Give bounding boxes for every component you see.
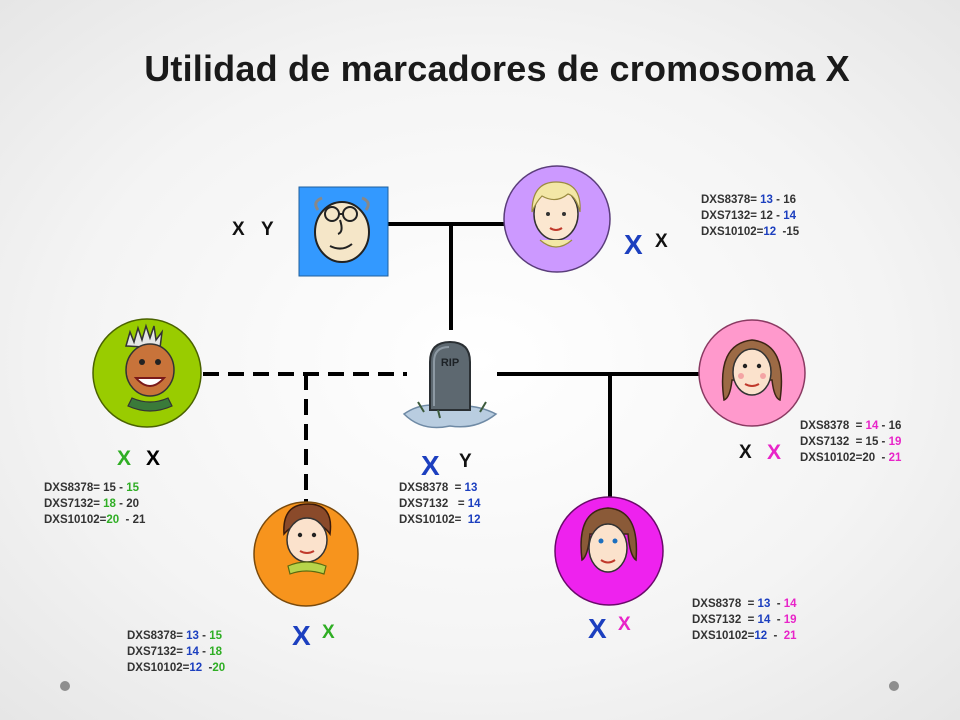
- brown-hair-woman-face-icon: [721, 339, 783, 401]
- marker-row: DXS8378 = 13: [399, 482, 478, 494]
- deceased-father-chromosome-1: X: [421, 450, 440, 481]
- marker-row: DXS8378 = 13 - 14: [692, 598, 797, 610]
- grandmother-symbol: [503, 165, 611, 273]
- left-woman-chromosome-1: X: [117, 447, 132, 470]
- slide-title: Utilidad de marcadores de cromosoma X: [144, 48, 850, 89]
- orange-child-chromosome-2: X: [322, 622, 335, 643]
- marker-row: DXS10102=20 - 21: [44, 514, 146, 526]
- left-woman-chromosome-2: X: [146, 447, 161, 470]
- marker-row: DXS7132= 12 - 14: [701, 210, 796, 222]
- slide-corner-dot-left: [60, 681, 70, 691]
- grandmother-chromosome-2: X: [655, 231, 668, 252]
- deceased-father-symbol: RIP: [402, 340, 498, 429]
- deceased-father-chromosome-2: Y: [459, 451, 472, 472]
- orange-child-markers: DXS8378= 13 - 15 DXS7132= 14 - 18 DXS101…: [127, 628, 225, 676]
- spiky-hair-face-icon: [125, 323, 175, 412]
- marker-row: DXS7132 = 14 - 19: [692, 614, 797, 626]
- marker-row: DXS7132= 14 - 18: [127, 646, 222, 658]
- right-woman-chromosome-2: X: [767, 441, 782, 464]
- grandfather-symbol: [298, 186, 389, 277]
- marker-row: DXS8378= 15 - 15: [44, 482, 139, 494]
- woman-face-icon: [580, 507, 638, 573]
- marker-row: DXS10102=12 -20: [127, 662, 226, 674]
- marker-row: DXS8378 = 14 - 16: [800, 420, 902, 432]
- marker-row: DXS10102=12 -15: [701, 226, 800, 238]
- marker-row: DXS8378= 13 - 15: [127, 630, 222, 642]
- orange-child-symbol: [253, 501, 359, 607]
- slide-corner-dot-right: [889, 681, 899, 691]
- blonde-woman-face-icon: [531, 181, 581, 248]
- left-woman-symbol: [92, 318, 202, 428]
- deceased-father-markers: DXS8378 = 13 DXS7132 = 14 DXS10102= 12: [399, 480, 481, 528]
- magenta-child-chromosome-2: X: [618, 614, 631, 635]
- marker-row: DXS7132= 18 - 20: [44, 498, 139, 510]
- magenta-child-markers: DXS8378 = 13 - 14 DXS7132 = 14 - 19 DXS1…: [692, 596, 797, 644]
- grandfather-chromosome-2: Y: [261, 219, 274, 240]
- tombstone-text: RIP: [441, 357, 459, 369]
- tombstone-icon: RIP: [402, 340, 498, 429]
- marker-row: DXS7132 = 14: [399, 498, 481, 510]
- marker-row: DXS7132 = 15 - 19: [800, 436, 902, 448]
- marker-row: DXS10102=20 - 21: [800, 452, 902, 464]
- right-woman-markers: DXS8378 = 14 - 16 DXS7132 = 15 - 19 DXS1…: [800, 418, 901, 466]
- right-woman-symbol: [698, 319, 806, 427]
- magenta-child-chromosome-1: X: [588, 613, 607, 644]
- old-man-face-icon: [314, 196, 370, 263]
- grandmother-chromosome-1: X: [624, 229, 643, 260]
- orange-child-chromosome-1: X: [292, 620, 311, 651]
- left-woman-markers: DXS8378= 15 - 15 DXS7132= 18 - 20 DXS101…: [44, 480, 145, 528]
- marker-row: DXS10102=12 - 21: [692, 630, 797, 642]
- curly-hair-girl-face-icon: [283, 503, 332, 575]
- grandfather-chromosome-1: X: [232, 219, 245, 240]
- marker-row: DXS8378= 13 - 16: [701, 194, 796, 206]
- magenta-child-symbol: [554, 496, 664, 606]
- grandmother-markers: DXS8378= 13 - 16 DXS7132= 12 - 14 DXS101…: [701, 192, 799, 240]
- right-woman-chromosome-1: X: [739, 442, 752, 463]
- marker-row: DXS10102= 12: [399, 514, 481, 526]
